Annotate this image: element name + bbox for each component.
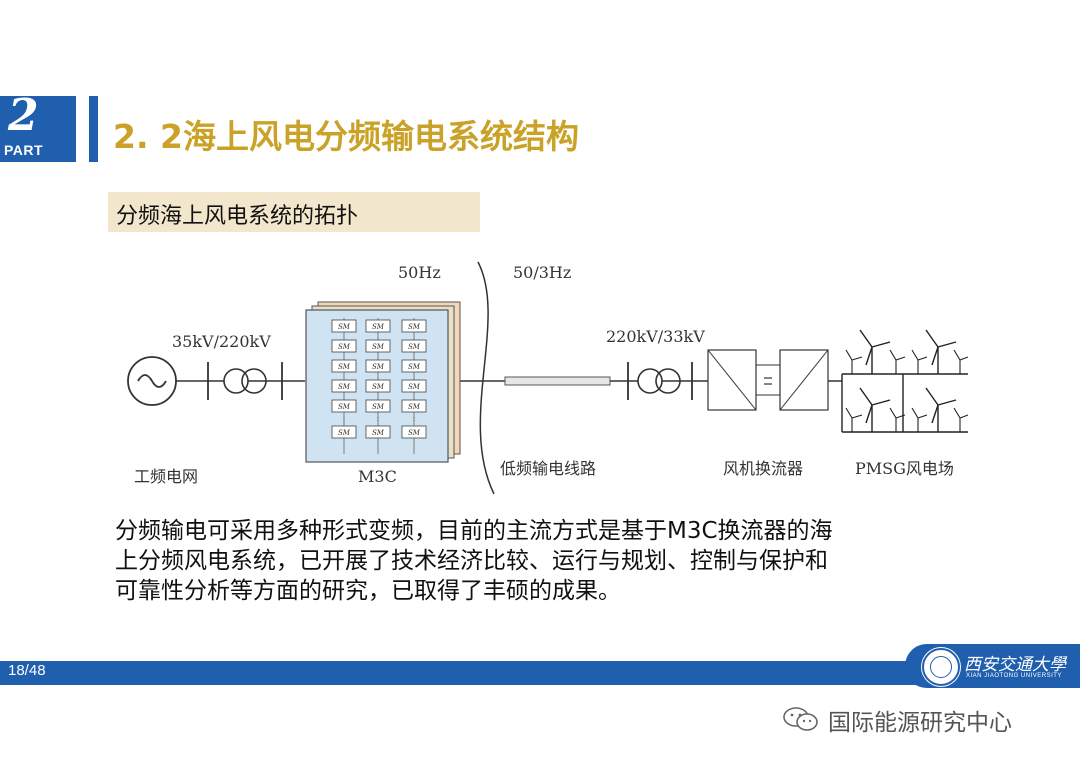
- wechat-icon: [783, 707, 818, 731]
- wind-converter-icon: [707, 349, 842, 411]
- label-50hz: 50Hz: [398, 263, 441, 282]
- sm-label: SM: [338, 343, 351, 351]
- frequency-boundary-curve: [477, 261, 495, 495]
- footer-bar: [0, 661, 1080, 685]
- sm-label: SM: [372, 383, 385, 391]
- wind-turbine-icon: [845, 349, 969, 432]
- label-grid: 工频电网: [134, 467, 198, 486]
- svg-text::: :: [413, 414, 416, 423]
- sm-label: SM: [372, 403, 385, 411]
- label-transformer-wind: 220kV/33kV: [606, 327, 705, 346]
- page-number: 18/48: [8, 662, 46, 679]
- sm-label: SM: [372, 363, 385, 371]
- part-badge: 2 PART: [0, 90, 76, 162]
- topology-diagram: SM SM SM SM SM SM SM SM SM SM SM SM SM S…: [127, 261, 969, 495]
- part-number: 2: [8, 90, 39, 141]
- label-transformer-grid: 35kV/220kV: [172, 332, 271, 351]
- sm-label: SM: [338, 383, 351, 391]
- sm-label: SM: [338, 363, 351, 371]
- watermark-text: 国际能源研究中心: [828, 710, 1012, 736]
- label-m3c: M3C: [358, 467, 397, 486]
- wind-turbine-icon: [925, 329, 957, 374]
- sm-label: SM: [408, 429, 421, 437]
- sm-label: SM: [372, 429, 385, 437]
- body-line: 可靠性分析等方面的研究，已取得了丰硕的成果。: [115, 578, 621, 604]
- title-accent-bar: [89, 96, 98, 162]
- sm-label: SM: [408, 403, 421, 411]
- m3c-converter-icon: SM SM SM SM SM SM SM SM SM SM SM SM SM S…: [305, 301, 461, 463]
- body-line: 分频输电可采用多种形式变频，目前的主流方式是基于M3C换流器的海: [115, 518, 833, 544]
- wind-farm-icon: [841, 329, 969, 433]
- sm-label: SM: [372, 323, 385, 331]
- part-label: PART: [4, 142, 44, 158]
- sm-label: SM: [338, 429, 351, 437]
- svg-text::: :: [343, 414, 346, 423]
- wind-turbine-icon: [859, 329, 891, 374]
- sm-label: SM: [408, 363, 421, 371]
- sm-label: SM: [372, 343, 385, 351]
- label-farm: PMSG风电场: [855, 459, 954, 478]
- sm-label: SM: [338, 323, 351, 331]
- label-50-3hz: 50/3Hz: [513, 263, 571, 282]
- body-paragraph: 分频输电可采用多种形式变频，目前的主流方式是基于M3C换流器的海 上分频风电系统…: [115, 516, 975, 606]
- svg-text::: :: [377, 414, 380, 423]
- low-frequency-cable-icon: [504, 376, 611, 386]
- university-seal-icon: [922, 648, 960, 686]
- sm-label: SM: [408, 383, 421, 391]
- university-name-en: XIAN JIAOTONG UNIVERSITY: [966, 673, 1062, 679]
- label-converter: 风机换流器: [723, 459, 803, 478]
- body-line: 上分频风电系统，已开展了技术经济比较、运行与规划、控制与保护和: [115, 548, 828, 574]
- slide-title: 2. 2海上风电分频输电系统结构: [113, 117, 579, 156]
- subtitle-box: 分频海上风电系统的拓扑: [108, 192, 480, 232]
- label-line: 低频输电线路: [500, 459, 596, 478]
- subtitle: 分频海上风电系统的拓扑: [116, 204, 359, 229]
- university-name-cn: 西安交通大學: [964, 655, 1066, 675]
- sm-label: SM: [408, 323, 421, 331]
- sm-label: SM: [408, 343, 421, 351]
- wind-turbine-icon: [859, 387, 891, 432]
- transformer-wind-icon: [637, 368, 681, 394]
- grid-source-icon: [127, 356, 177, 406]
- sm-label: SM: [338, 403, 351, 411]
- transformer-grid-icon: [223, 368, 267, 394]
- wind-turbine-icon: [925, 387, 957, 432]
